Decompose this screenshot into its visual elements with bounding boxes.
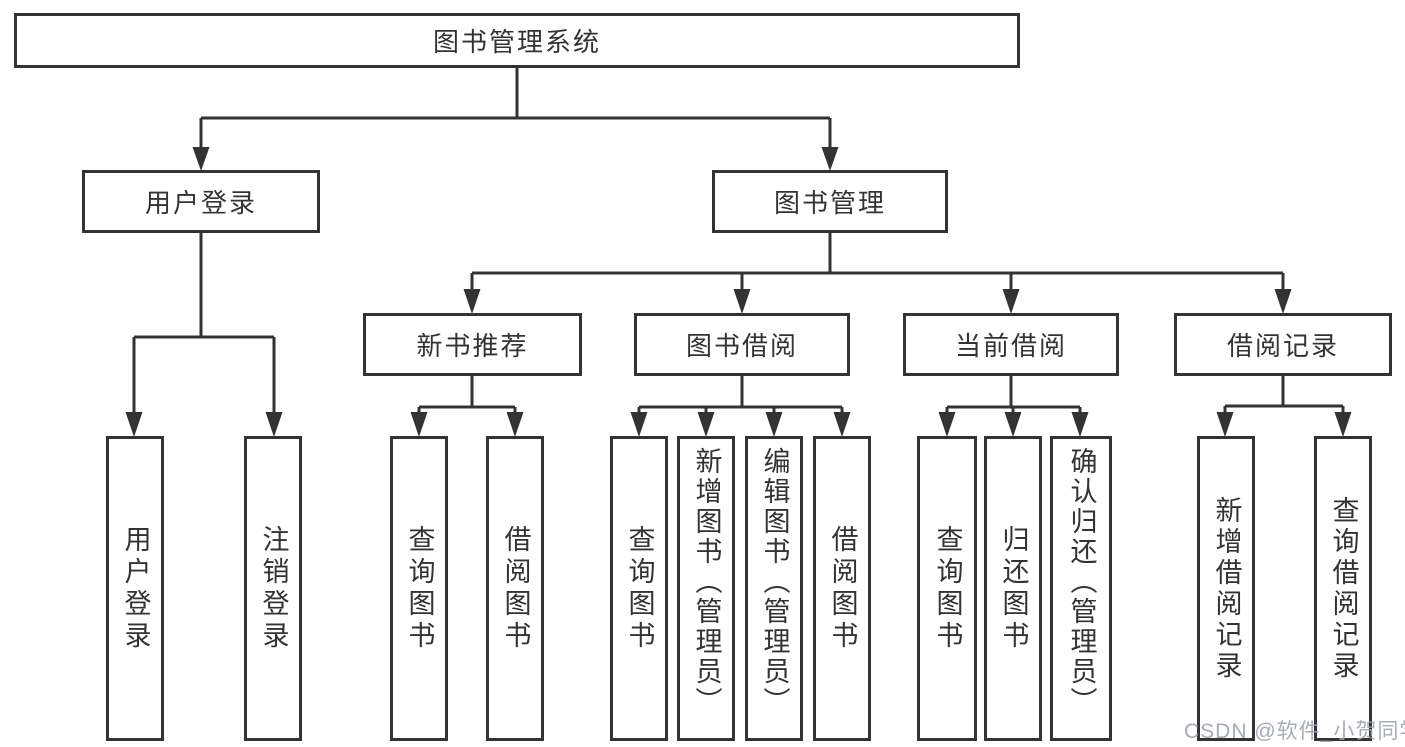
leaf-query-books-borrowing: 查询图书 bbox=[610, 436, 668, 741]
leaf-label: 查询借阅记录 bbox=[1328, 495, 1359, 682]
leaf-label: 查询图书 bbox=[932, 524, 963, 653]
leaf-edit-books-admin: 编辑图书（管理员） bbox=[745, 436, 803, 741]
leaf-borrow-books: 借阅图书 bbox=[813, 436, 871, 741]
node-library-management-system: 图书管理系统 bbox=[14, 13, 1020, 68]
node-label: 当前借阅 bbox=[954, 331, 1067, 361]
leaf-confirm-return-admin: 确认归还（管理员） bbox=[1050, 436, 1112, 741]
leaf-label: 借阅图书 bbox=[827, 524, 858, 653]
leaf-user-login: 用户登录 bbox=[106, 436, 164, 741]
node-user-login: 用户登录 bbox=[82, 170, 320, 233]
connector-paths bbox=[132, 68, 1345, 414]
leaf-return-books: 归还图书 bbox=[984, 436, 1042, 741]
node-book-management: 图书管理 bbox=[712, 170, 948, 233]
node-label: 用户登录 bbox=[144, 188, 257, 218]
leaf-add-books-admin: 新增图书（管理员） bbox=[677, 436, 735, 741]
leaf-label: 查询图书 bbox=[624, 524, 655, 653]
leaf-label: 查询图书 bbox=[404, 524, 435, 653]
node-label: 借阅记录 bbox=[1226, 331, 1339, 361]
node-new-book-recommend: 新书推荐 bbox=[363, 313, 582, 376]
leaf-logout: 注销登录 bbox=[244, 436, 302, 741]
leaf-label: 确认归还（管理员） bbox=[1066, 447, 1097, 717]
csdn-watermark: CSDN @软件_小贺同学 bbox=[1184, 720, 1405, 743]
leaf-label: 新增借阅记录 bbox=[1211, 495, 1242, 682]
leaf-label: 编辑图书（管理员） bbox=[759, 447, 790, 717]
node-label: 图书管理 bbox=[773, 188, 886, 218]
leaf-label: 用户登录 bbox=[120, 524, 151, 653]
node-label: 新书推荐 bbox=[416, 331, 529, 361]
leaf-label: 新增图书（管理员） bbox=[691, 447, 722, 717]
node-current-borrowing: 当前借阅 bbox=[903, 313, 1119, 376]
node-book-borrowing: 图书借阅 bbox=[634, 313, 850, 376]
leaf-borrow-books-recommend: 借阅图书 bbox=[486, 436, 544, 741]
node-label: 图书管理系统 bbox=[432, 27, 601, 57]
arrowheads bbox=[125, 147, 1352, 437]
leaf-add-borrow-record: 新增借阅记录 bbox=[1197, 436, 1255, 741]
leaf-label: 借阅图书 bbox=[500, 524, 531, 653]
leaf-label: 归还图书 bbox=[998, 524, 1029, 653]
node-label: 图书借阅 bbox=[685, 331, 798, 361]
leaf-query-books-recommend: 查询图书 bbox=[390, 436, 448, 741]
leaf-query-borrow-record: 查询借阅记录 bbox=[1314, 436, 1372, 741]
node-borrowing-records: 借阅记录 bbox=[1174, 313, 1392, 376]
leaf-query-books-current: 查询图书 bbox=[917, 436, 977, 741]
leaf-label: 注销登录 bbox=[258, 524, 289, 653]
